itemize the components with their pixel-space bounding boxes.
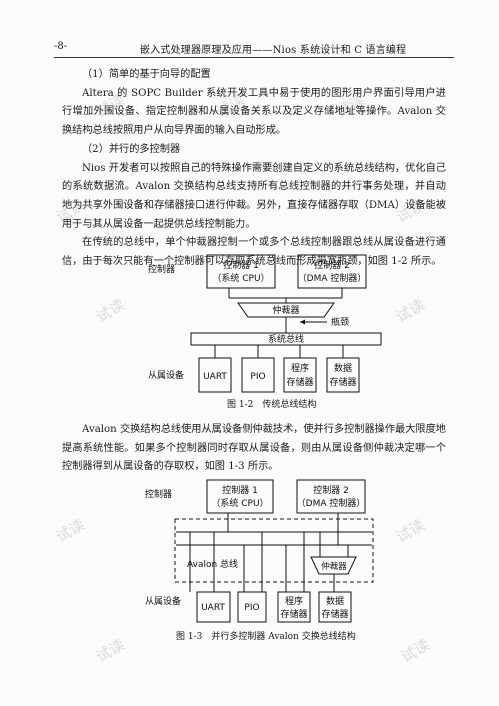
fig1-slave-program-line1: 程序: [291, 362, 309, 374]
fig1-label-controllers: 控制器: [148, 263, 175, 275]
header-rule: [54, 57, 454, 58]
paragraph-3: 在传统的总线中，单个仲裁器控制一个或多个总线控制器跟总线从属设备进行通信，由于每…: [62, 237, 446, 268]
fig2-slave-pio-label: PIO: [244, 603, 259, 613]
fig1-slave-uart: [198, 357, 232, 393]
fig2-controller-1-line1: 控制器 1: [222, 484, 258, 496]
fig2-label-slaves: 从属设备: [145, 595, 181, 607]
fig2-slave-data-line1: 数据: [326, 595, 344, 607]
paragraph-4: Avalon 交换结构总线使用从属设备侧仲裁技术，使并行多控制器操作最大限度地提…: [62, 424, 446, 473]
fig1-slave-program-line2: 存储器: [286, 376, 313, 388]
fig2-avalon-bus-label: Avalon 总线: [187, 558, 238, 570]
paragraph-2: Nios 开发者可以按照自己的特殊操作需要创建自定义的系统总线结构，优化自己的系…: [62, 162, 446, 230]
fig1-controller-2-line2: （DMA 控制器）: [298, 272, 367, 284]
fig2-arbiter-shape: [310, 556, 357, 575]
fig2-controller-1-line2: （系统 CPU）: [211, 497, 268, 509]
fig1-controller-2-line1: 控制器 2: [314, 259, 350, 271]
fig2-slave-data-line2: 存储器: [321, 608, 348, 620]
fig1-system-bus-label: 系统总线: [268, 333, 304, 345]
page-number: -8-: [54, 41, 68, 52]
fig2-slave-program-line1: 程序: [285, 595, 303, 607]
fig2-avalon-bus-region: [174, 518, 374, 583]
fig2-slave-program-line2: 存储器: [280, 608, 307, 620]
figure-traditional-bus: 控制器 控制器 1 （系统 CPU） 控制器 2 （DMA 控制器） 仲裁器 瓶…: [148, 254, 382, 410]
fig2-controller-2-box: [296, 479, 366, 514]
fig1-slave-data-memory: [326, 357, 360, 393]
fig1-label-slaves: 从属设备: [148, 369, 184, 381]
fig2-slave-uart: [196, 591, 231, 623]
running-title: 嵌入式处理器原理及应用——Nios 系统设计和 C 语言编程: [140, 45, 407, 56]
fig1-caption: 图 1-2 传统总线结构: [227, 400, 317, 410]
fig1-slave-pio: [241, 357, 275, 393]
running-header: -8- 嵌入式处理器原理及应用——Nios 系统设计和 C 语言编程: [54, 41, 454, 58]
fig2-controller-1-box: [206, 479, 274, 514]
body-section-1: （1）简单的基于向导的配置 Altera 的 SOPC Builder 系统开发…: [62, 66, 446, 272]
fig2-slave-pio: [237, 591, 267, 623]
fig1-controller-1-box: [206, 254, 276, 289]
fig1-slave-program-memory: [283, 357, 317, 393]
fig1-bottleneck-label: 瓶颈: [331, 316, 349, 328]
fig1-controller-2-box: [297, 254, 367, 289]
fig1-slave-uart-label: UART: [203, 372, 227, 382]
fig1-controller-1-line2: （系统 CPU）: [212, 272, 269, 284]
body-section-2: Avalon 交换结构总线使用从属设备侧仲裁技术，使并行多控制器操作最大限度地提…: [62, 421, 446, 477]
fig1-system-bus: [190, 332, 382, 346]
fig1-slave-pio-label: PIO: [250, 372, 265, 382]
figure-traditional-bus-drawing: 控制器 控制器 1 （系统 CPU） 控制器 2 （DMA 控制器） 仲裁器 瓶…: [148, 254, 382, 393]
fig2-slave-data-memory: [318, 591, 352, 623]
subheading-1: （1）简单的基于向导的配置: [82, 69, 211, 80]
fig2-controller-2-line2: （DMA 控制器）: [297, 497, 366, 509]
fig2-controller-2-line1: 控制器 2: [313, 484, 349, 496]
fig2-arbiter-label: 仲裁器: [321, 561, 347, 572]
fig2-caption: 图 1-3 并行多控制器 Avalon 交换总线结构: [176, 632, 356, 642]
fig2-slave-uart-label: UART: [201, 603, 225, 613]
fig1-slave-data-line2: 存储器: [329, 376, 356, 388]
fig2-slave-program-memory: [277, 591, 311, 623]
fig1-arbiter-label: 仲裁器: [272, 304, 299, 316]
fig1-arbiter-shape: [237, 302, 335, 318]
subheading-2: （2）并行的多控制器: [82, 143, 181, 155]
fig1-controller-1-line1: 控制器 1: [223, 259, 259, 271]
fig1-slave-data-line1: 数据: [334, 362, 352, 374]
paragraph-1: Altera 的 SOPC Builder 系统开发工具中易于使用的图形用户界面…: [62, 87, 446, 137]
fig2-label-controllers: 控制器: [145, 488, 172, 500]
